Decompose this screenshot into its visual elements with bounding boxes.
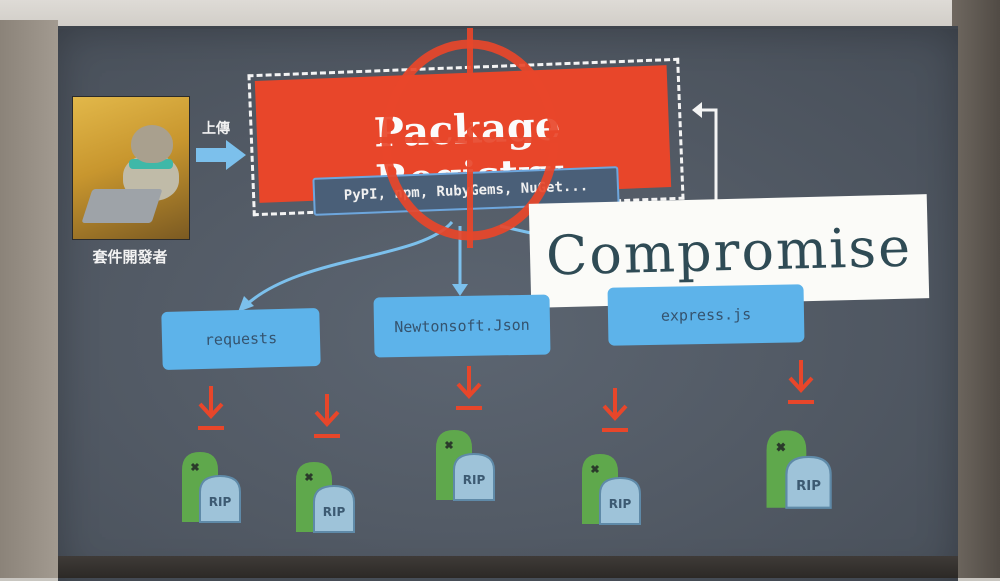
developer-label: 套件開發者 bbox=[92, 248, 168, 266]
package-express-js: express.js bbox=[607, 284, 805, 346]
tombstone-label: RIP bbox=[463, 473, 486, 487]
down-arrow-icon bbox=[198, 386, 224, 430]
tombstone-icon: RIP bbox=[182, 452, 241, 523]
tombstone-icon: RIP bbox=[436, 430, 495, 501]
stage-edge bbox=[58, 556, 958, 578]
tombstone-icon: RIP bbox=[766, 430, 832, 509]
return-arrow-icon bbox=[692, 102, 718, 206]
cat-head bbox=[131, 125, 173, 163]
tombstone-label: RIP bbox=[796, 479, 821, 494]
tombstone-label: RIP bbox=[209, 495, 232, 509]
tombstone-label: RIP bbox=[323, 505, 346, 519]
left-wall bbox=[0, 20, 58, 578]
upload-arrow-icon bbox=[196, 140, 246, 170]
tombstone-icon: RIP bbox=[296, 462, 355, 533]
developer-cat-photo bbox=[72, 96, 190, 240]
down-arrow-icon bbox=[602, 388, 628, 432]
down-arrow-icon bbox=[788, 360, 814, 404]
package-newtonsoft-json: Newtonsoft.Json bbox=[373, 294, 551, 358]
tombstone-label: RIP bbox=[609, 497, 632, 511]
down-arrow-icon bbox=[456, 366, 482, 410]
down-arrow-icon bbox=[314, 394, 340, 438]
tombstone-icon: RIP bbox=[582, 454, 641, 525]
upload-label: 上傳 bbox=[202, 121, 230, 137]
package-requests: requests bbox=[161, 307, 321, 371]
crosshair-icon bbox=[374, 28, 566, 248]
cat-scarf bbox=[129, 159, 173, 169]
right-wall bbox=[952, 0, 1000, 578]
